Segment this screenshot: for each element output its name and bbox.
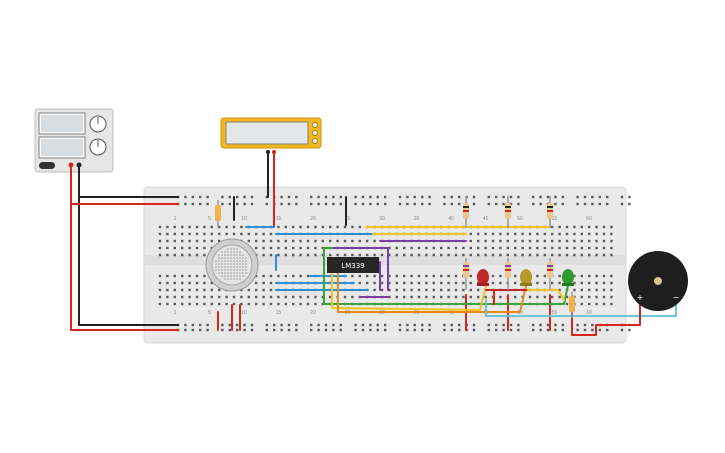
column-number: 15 <box>276 216 282 222</box>
wire-black-supply <box>78 164 179 326</box>
column-number: 20 <box>310 216 316 222</box>
column-number: 60 <box>586 216 592 222</box>
resistor-2 <box>463 196 469 228</box>
multimeter[interactable] <box>220 117 322 154</box>
column-number: 45 <box>483 216 489 222</box>
column-number: 10 <box>241 310 247 316</box>
lm339-chip[interactable]: LM339 <box>327 257 379 273</box>
buzzer[interactable]: + − <box>628 251 688 311</box>
resistor-6 <box>505 258 511 290</box>
column-number: 40 <box>448 216 454 222</box>
column-number: 20 <box>310 310 316 316</box>
column-number: 5 <box>208 310 211 316</box>
wire-red-supply <box>70 164 179 331</box>
leds[interactable] <box>477 269 574 286</box>
column-number: 55 <box>552 216 558 222</box>
column-number: 10 <box>241 216 247 222</box>
column-number: 1 <box>174 310 177 316</box>
buzzer-minus-label: − <box>673 293 680 302</box>
column-number: 5 <box>208 216 211 222</box>
column-number: 30 <box>379 216 385 222</box>
gas-sensor[interactable] <box>205 238 259 292</box>
column-number: 50 <box>517 216 523 222</box>
resistor-1 <box>215 200 221 227</box>
column-number: 50 <box>517 310 523 316</box>
resistor-4 <box>547 196 553 228</box>
led-yellow <box>520 269 532 286</box>
power-supply[interactable] <box>34 108 114 173</box>
led-red <box>477 269 489 286</box>
wires <box>70 151 677 336</box>
column-number: 35 <box>414 216 420 222</box>
resistor-3 <box>505 196 511 228</box>
column-number: 15 <box>276 310 282 316</box>
power-switch[interactable] <box>39 162 55 169</box>
chip-label: LM339 <box>341 262 364 270</box>
column-number: 1 <box>174 216 177 222</box>
led-green <box>562 269 574 286</box>
buzzer-plus-label: + <box>637 293 644 302</box>
resistor-8 <box>569 292 575 318</box>
wire-black-top-rail <box>78 164 179 198</box>
column-number: 60 <box>586 310 592 316</box>
column-number: 55 <box>552 310 558 316</box>
wire-red-top-rail <box>70 164 179 205</box>
column-number: 25 <box>345 216 351 222</box>
resistor-7 <box>547 258 553 290</box>
resistors[interactable] <box>215 196 575 318</box>
resistor-5 <box>463 258 469 290</box>
